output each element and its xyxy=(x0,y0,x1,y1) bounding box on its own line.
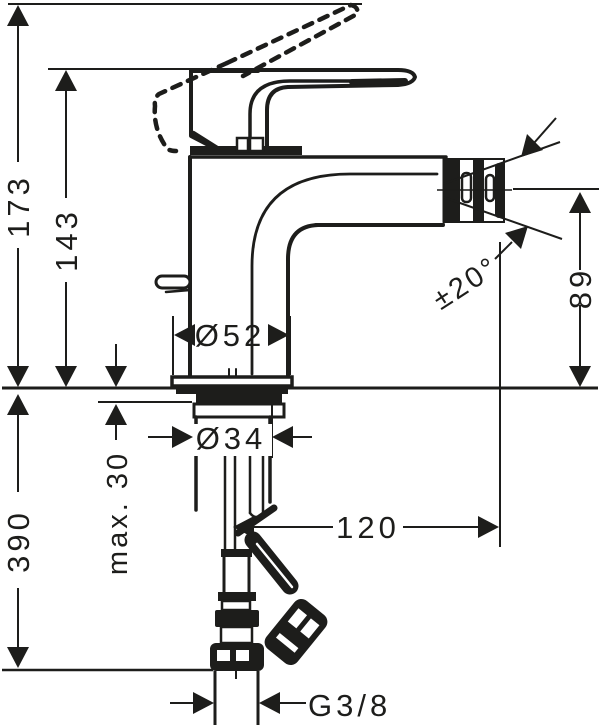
base-flange xyxy=(170,375,294,419)
label-thread: G3/8 xyxy=(308,688,391,723)
label-max-thickness: max. 30 xyxy=(102,451,134,575)
extension-lines xyxy=(2,3,599,672)
label-spout-height: 89 xyxy=(563,267,598,309)
label-swivel-angle: ±20° xyxy=(427,250,505,316)
g38-tailpiece xyxy=(213,671,260,725)
side-knob xyxy=(154,274,192,294)
label-hose-length: 390 xyxy=(1,509,36,573)
label-handle-height: 143 xyxy=(49,208,84,272)
handle-lever xyxy=(189,68,417,155)
faucet-body-outline xyxy=(188,155,448,379)
label-spout-reach: 120 xyxy=(336,510,400,545)
label-shank-diameter: Ø34 xyxy=(196,421,267,456)
handle-raised-dashed xyxy=(152,2,360,154)
handle-joint-band xyxy=(190,136,302,155)
label-mask xyxy=(194,424,272,456)
dimension-lines xyxy=(17,24,581,704)
supply-hose-diagonal xyxy=(244,531,328,666)
dimension-arrows xyxy=(7,5,591,714)
label-base-diameter: Ø52 xyxy=(195,318,266,353)
label-overall-height: 173 xyxy=(1,174,36,238)
supply-hose-vertical xyxy=(210,549,264,671)
